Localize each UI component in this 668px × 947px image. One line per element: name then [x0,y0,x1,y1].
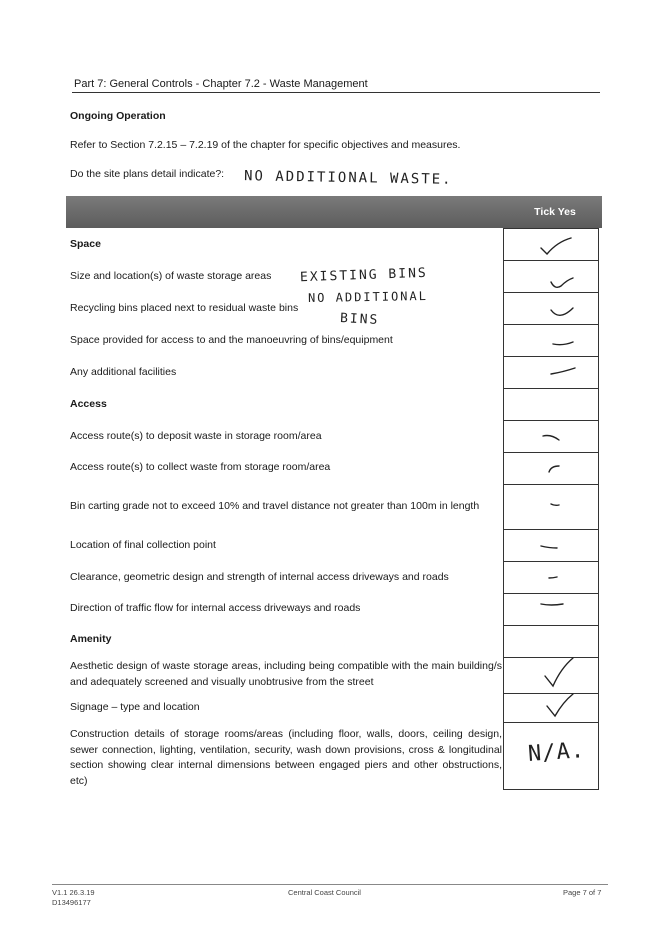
item-final-collection: Location of final collection point [70,539,216,551]
tick-box-space-access[interactable] [503,324,599,356]
tick-box-size-location[interactable] [503,260,599,292]
tick-box-clearance[interactable] [503,561,599,593]
group-heading-amenity: Amenity [70,633,112,645]
handwritten-bins: BINS [339,310,380,329]
tick-box-construction[interactable] [503,722,599,789]
tick-mark-collect-route [548,465,560,473]
tick-box-amenity[interactable] [503,625,599,657]
tick-mark-size-location [550,277,574,289]
tick-box-recycling-bins[interactable] [503,292,599,324]
footer-divider [52,884,608,885]
tick-mark-final-collection [540,545,558,549]
handwritten-existing-bins: EXISTING BINS [299,265,428,286]
item-bin-carting: Bin carting grade not to exceed 10% and … [70,500,480,512]
tick-box-space[interactable] [503,228,599,260]
item-aesthetic: Aesthetic design of waste storage areas,… [70,660,502,688]
tick-box-deposit-route[interactable] [503,420,599,452]
tick-box-additional-facilities[interactable] [503,356,599,388]
section-heading: Ongoing Operation [70,110,166,122]
item-recycling-bins: Recycling bins placed next to residual w… [70,302,299,314]
page-title: Part 7: General Controls - Chapter 7.2 -… [74,78,368,90]
footer-doc-id: D13496177 [52,898,91,907]
group-heading-space: Space [70,238,101,250]
handwritten-note: NO ADDITIONAL WASTE. [243,168,453,188]
item-deposit-route: Access route(s) to deposit waste in stor… [70,430,322,442]
item-clearance: Clearance, geometric design and strength… [70,571,449,583]
title-divider [72,92,600,93]
tick-mark-clearance [548,576,558,579]
tick-box-final-collection[interactable] [503,529,599,561]
footer-version: V1.1 26.3.19 [52,888,95,897]
tick-column-bottom-border [503,789,599,790]
item-traffic-flow: Direction of traffic flow for internal a… [70,602,361,614]
tick-box-bin-carting[interactable] [503,484,599,529]
tick-mark-aesthetic [544,657,574,688]
item-size-location: Size and location(s) of waste storage ar… [70,270,272,282]
item-additional-facilities: Any additional facilities [70,366,177,378]
footer-council: Central Coast Council [288,888,361,897]
tick-mark-signage [546,693,574,718]
question-text: Do the site plans detail indicate?: [70,168,225,180]
handwritten-no-additional: NO ADDITIONAL [307,288,429,306]
item-collect-route: Access route(s) to collect waste from st… [70,461,331,473]
tick-mark-bin-carting [550,503,560,507]
item-space-access: Space provided for access to and the man… [70,334,393,346]
tick-box-collect-route[interactable] [503,452,599,484]
tick-mark-additional-facilities [550,367,576,375]
tick-mark-deposit-route [542,434,560,441]
tick-mark-recycling-bins [550,307,574,317]
handwritten-ticks [540,237,576,718]
tick-box-access[interactable] [503,388,599,420]
refer-text: Refer to Section 7.2.15 – 7.2.19 of the … [70,139,461,151]
tick-yes-header: Tick Yes [534,206,576,218]
item-construction: Construction details of storage rooms/ar… [70,728,502,787]
item-signage: Signage – type and location [70,701,200,713]
tick-mark-space-access [552,341,574,346]
tick-box-traffic-flow[interactable] [503,593,599,625]
tick-mark-space [540,237,572,256]
tick-box-signage[interactable] [503,693,599,722]
table-header-bar [66,196,602,228]
footer-page-number: Page 7 of 7 [563,888,602,897]
group-heading-access: Access [70,398,107,410]
tick-box-aesthetic[interactable] [503,657,599,693]
handwritten-na: N/A. [527,738,586,767]
tick-mark-traffic-flow [540,603,564,606]
